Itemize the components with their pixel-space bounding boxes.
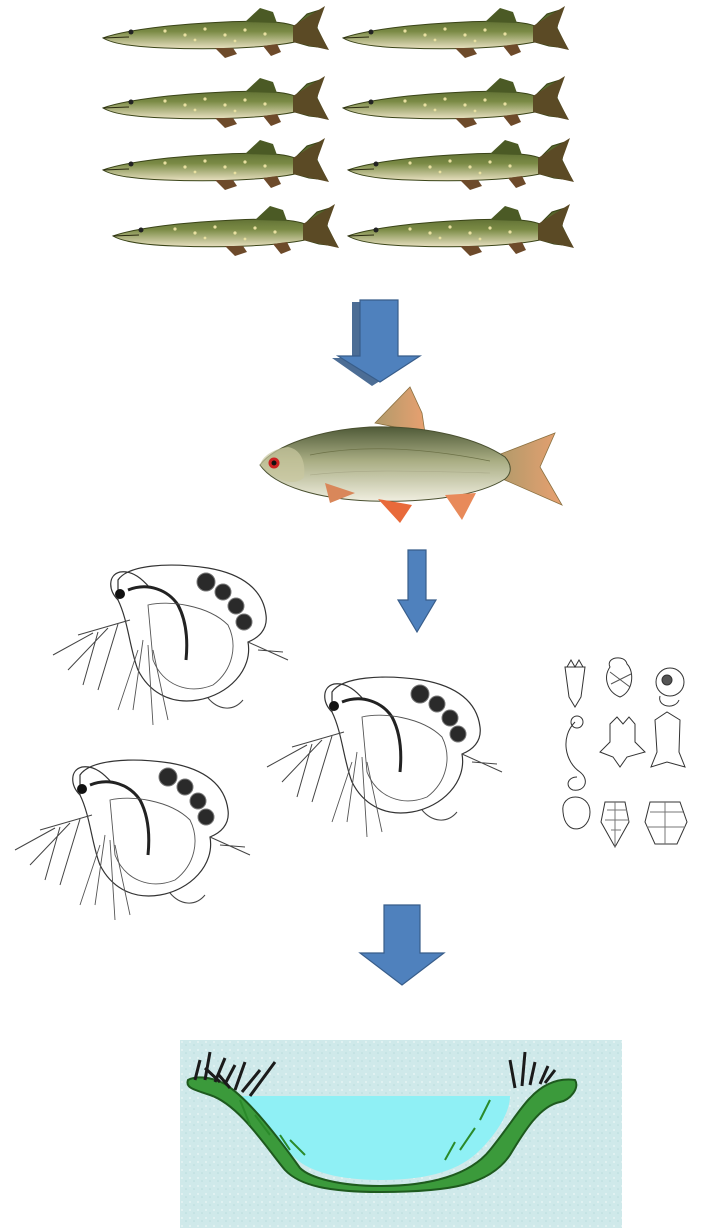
daphnia-icon [262, 672, 522, 872]
down-arrow-icon [358, 903, 446, 987]
daphnia-center [262, 672, 522, 872]
daphnia-icon [48, 560, 288, 740]
rotifer-group [555, 652, 697, 852]
daphnia-bottom-left [10, 755, 250, 935]
arrow-roach-to-zooplankton [396, 548, 438, 634]
pond-habitat-icon [180, 1040, 622, 1228]
rotifer-group-icon [555, 652, 697, 852]
down-arrow-icon [396, 548, 438, 634]
down-arrow-icon [330, 298, 430, 388]
daphnia-top-left [48, 560, 288, 740]
daphnia-icon [10, 755, 250, 935]
pike-fish-icon [90, 0, 580, 250]
arrow-pike-to-roach [330, 298, 430, 388]
roach-fish-icon [250, 385, 570, 530]
pond-habitat [180, 1040, 622, 1228]
pike-group [90, 0, 580, 250]
arrow-zooplankton-to-pond [358, 903, 446, 987]
roach-fish [250, 385, 570, 530]
